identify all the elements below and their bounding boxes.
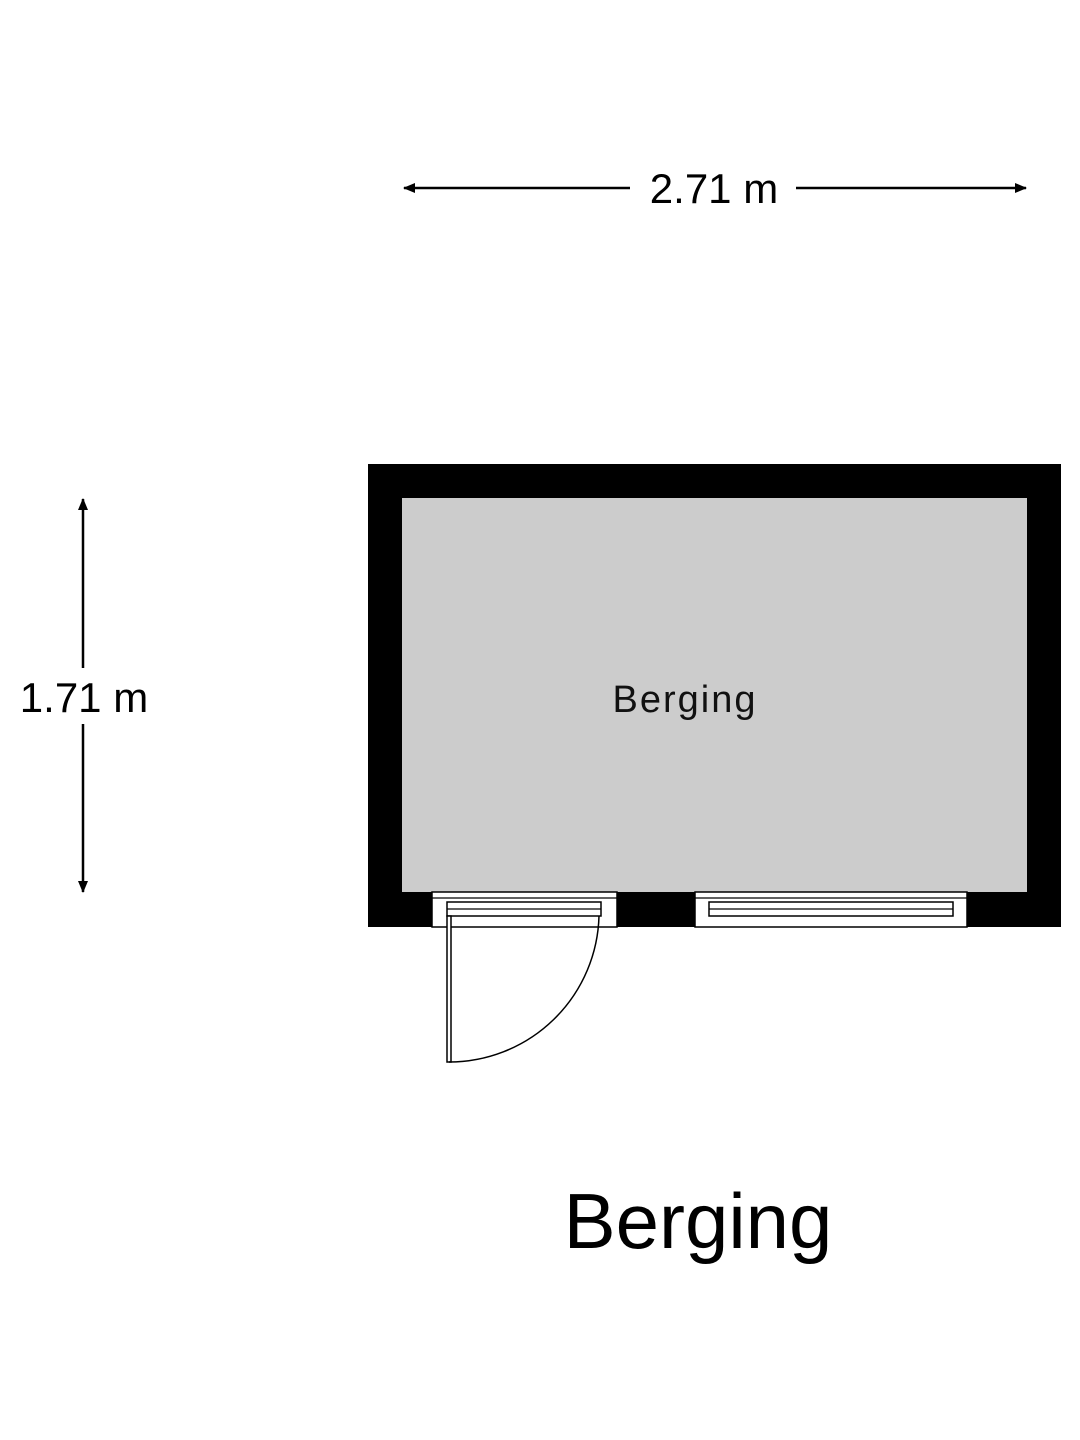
wall-bottom-right (967, 892, 1061, 927)
depth-dimension: 1.71 m (20, 498, 148, 893)
door (431, 891, 618, 1063)
wall-right (1027, 464, 1061, 927)
width-dimension: 2.71 m (403, 165, 1027, 212)
room-berging: Berging (368, 464, 1061, 1063)
plan-title: Berging (564, 1177, 833, 1265)
wall-bottom-middle (617, 892, 695, 927)
wall-bottom-left (368, 892, 432, 927)
room-label: Berging (613, 679, 758, 721)
window (694, 891, 968, 928)
width-dimension-label: 2.71 m (650, 165, 778, 212)
door-swing-arc (448, 915, 600, 1063)
door-leaf (446, 915, 452, 1063)
wall-left (368, 464, 402, 927)
room-floor (402, 498, 1027, 892)
depth-dimension-label: 1.71 m (20, 674, 148, 721)
wall-top (368, 464, 1061, 498)
